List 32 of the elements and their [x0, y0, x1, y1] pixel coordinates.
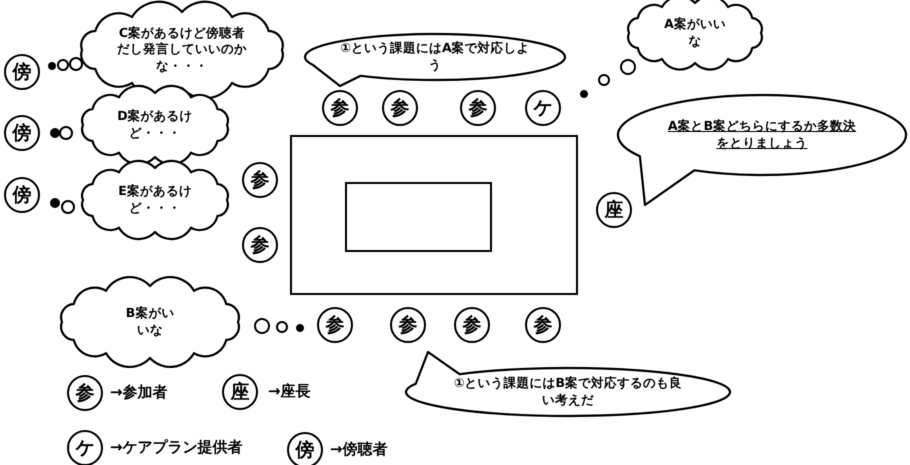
seat-marker: 参 — [454, 307, 490, 343]
seat-marker: 傍 — [4, 54, 40, 90]
seat-marker: 座 — [596, 192, 632, 228]
legend-symbol: 傍 — [287, 432, 323, 465]
inner-table-rectangle — [345, 182, 492, 252]
legend-symbol: 座 — [222, 374, 258, 410]
legend-text: →傍聴者 — [330, 440, 388, 459]
bubble-text: D案があるけど・・・ — [116, 108, 194, 142]
seat-marker: 傍 — [4, 115, 40, 151]
bubble-text: E案があるけど・・・ — [117, 183, 193, 217]
legend-symbol: 参 — [67, 375, 103, 411]
seat-marker: 参 — [242, 162, 278, 198]
bubble-text: C案があるけど傍聴者だし発言していいのかな・・・ — [117, 24, 247, 76]
bubble-text: A案とB案どちらにするか多数決をとりましょう — [666, 118, 858, 152]
seat-marker: 参 — [242, 227, 278, 263]
table-rectangle — [290, 135, 578, 295]
bubble-text: A案がいいな — [663, 16, 727, 50]
seat-marker: 参 — [322, 90, 358, 126]
bubble-text: B案がいいな — [124, 305, 176, 339]
seat-marker: 参 — [525, 307, 561, 343]
legend-text: →座長 — [268, 382, 311, 401]
seat-marker: 参 — [460, 90, 496, 126]
seat-marker: 参 — [382, 90, 418, 126]
legend-symbol: ケ — [67, 430, 103, 465]
seat-marker: 参 — [390, 307, 426, 343]
seat-marker: 傍 — [4, 177, 40, 213]
seat-marker: 参 — [317, 307, 353, 343]
bubble-text: ①という課題にはB案で対応するのも良い考えだ — [452, 375, 684, 409]
bubble-text: ①という課題にはA案で対応しよう — [339, 40, 531, 74]
legend-text: →ケアプラン提供者 — [110, 438, 243, 457]
seat-marker: ケ — [525, 90, 561, 126]
legend-text: →参加者 — [110, 383, 168, 402]
